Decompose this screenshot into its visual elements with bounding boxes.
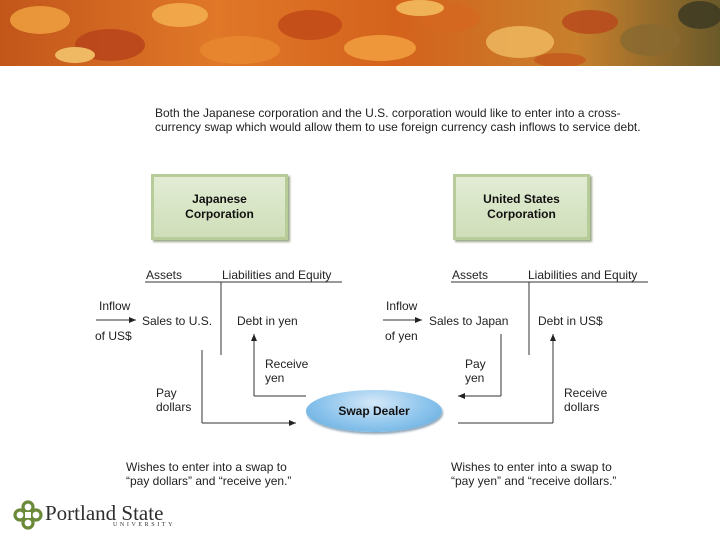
us-pay-yen-label: Pay yen bbox=[465, 357, 486, 385]
japan-sales-label: Sales to U.S. bbox=[142, 314, 213, 328]
japan-inflow-currency-label: of US$ bbox=[95, 329, 132, 343]
japan-assets-label: Assets bbox=[146, 268, 183, 282]
swap-dealer-ellipse: Swap Dealer bbox=[306, 390, 442, 432]
us-assets-label: Assets bbox=[452, 268, 489, 282]
japanese-corporation-box: Japanese Corporation bbox=[151, 174, 288, 240]
us-wish-line2: “pay yen” and “receive dollars.” bbox=[451, 474, 617, 488]
japan-inflow-label: Inflow bbox=[99, 299, 131, 313]
japan-liabilities-label: Liabilities and Equity bbox=[222, 268, 332, 282]
portland-state-logo-icon bbox=[13, 500, 43, 530]
autumn-leaves-banner bbox=[0, 0, 720, 66]
us-inflow-currency-label: of yen bbox=[385, 329, 418, 343]
us-corporation-title-line2: Corporation bbox=[487, 207, 556, 221]
japan-wish-line1: Wishes to enter into a swap to bbox=[126, 460, 287, 474]
japan-receive-line2: yen bbox=[265, 371, 285, 385]
japan-pay-line2: dollars bbox=[156, 400, 192, 414]
japan-receive-yen-label: Receive yen bbox=[265, 357, 308, 385]
us-corporation-title-line1: United States bbox=[483, 192, 560, 206]
us-pay-line2: yen bbox=[465, 371, 485, 385]
us-corporation-box: United States Corporation bbox=[453, 174, 590, 240]
japan-wish-text: Wishes to enter into a swap to “pay doll… bbox=[126, 460, 291, 488]
us-receive-line1: Receive bbox=[564, 386, 608, 400]
japan-wish-line2: “pay dollars” and “receive yen.” bbox=[126, 474, 292, 488]
us-receive-dollars-label: Receive dollars bbox=[564, 386, 607, 414]
us-wish-line1: Wishes to enter into a swap to bbox=[451, 460, 612, 474]
us-pay-line1: Pay bbox=[465, 357, 486, 371]
logo-university-text: UNIVERSITY bbox=[113, 522, 175, 528]
japan-pay-dollars-label: Pay dollars bbox=[156, 386, 191, 414]
japan-pay-line1: Pay bbox=[156, 386, 177, 400]
us-receive-line2: dollars bbox=[564, 400, 600, 414]
japanese-corporation-title-line2: Corporation bbox=[185, 207, 254, 221]
logo-wordmark: Portland State bbox=[45, 501, 164, 525]
us-debt-label: Debt in US$ bbox=[538, 314, 603, 328]
swap-dealer-label: Swap Dealer bbox=[338, 404, 410, 418]
japan-debt-label: Debt in yen bbox=[237, 314, 298, 328]
intro-text: Both the Japanese corporation and the U.… bbox=[155, 106, 641, 134]
us-inflow-label: Inflow bbox=[386, 299, 418, 313]
us-sales-label: Sales to Japan bbox=[429, 314, 509, 328]
us-liabilities-label: Liabilities and Equity bbox=[528, 268, 638, 282]
us-wish-text: Wishes to enter into a swap to “pay yen”… bbox=[451, 460, 616, 488]
japan-receive-line1: Receive bbox=[265, 357, 309, 371]
japanese-corporation-title-line1: Japanese bbox=[192, 192, 247, 206]
